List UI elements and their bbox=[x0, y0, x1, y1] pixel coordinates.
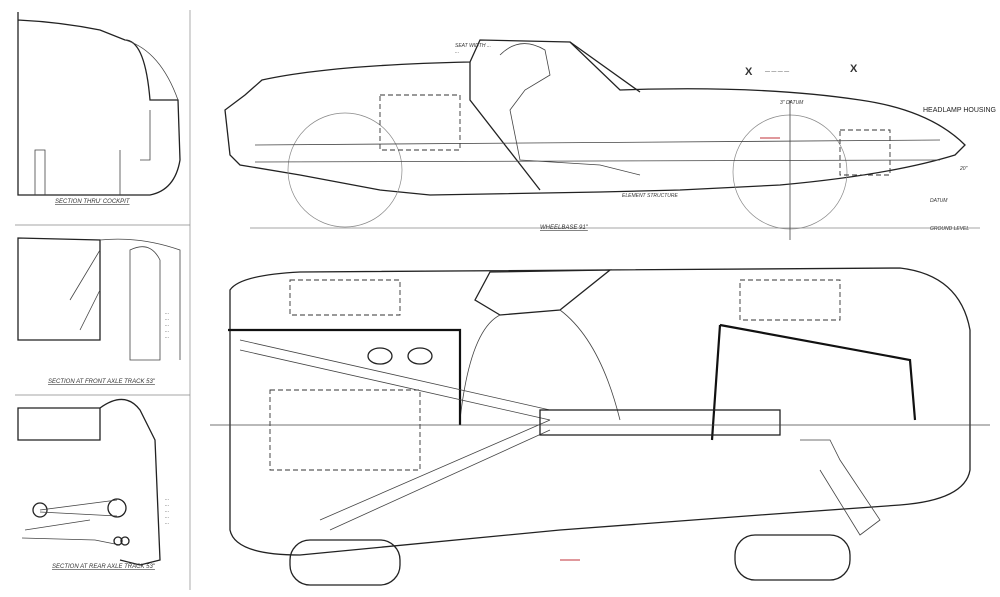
rear-note-4: ... bbox=[165, 514, 169, 520]
front-note-4: ... bbox=[165, 328, 169, 334]
datum-3in-label: 3" DATUM bbox=[780, 100, 804, 106]
plan-view bbox=[210, 267, 990, 586]
front-note-1: ... bbox=[165, 310, 169, 316]
x-marker-right: X bbox=[850, 63, 858, 75]
x-marker-left: X bbox=[745, 66, 753, 78]
section-rear-axle-view: ... ... ... ... ... SECTION AT REAR AXLE… bbox=[17, 398, 169, 570]
x-line: — — — — bbox=[764, 69, 790, 75]
front-note-2: ... bbox=[165, 316, 169, 322]
datum-label: DATUM bbox=[930, 198, 948, 204]
ground-level-label: GROUND LEVEL bbox=[930, 226, 969, 232]
section-rear-axle-caption: SECTION AT REAR AXLE TRACK 53" bbox=[52, 564, 156, 570]
rear-note-1: ... bbox=[165, 496, 169, 502]
wheelbase-caption: WHEELBASE 91" bbox=[540, 225, 589, 231]
section-cockpit-view: SECTION THRU' COCKPIT bbox=[17, 12, 181, 205]
rear-note-2: ... bbox=[165, 502, 169, 508]
rear-note-3: ... bbox=[165, 508, 169, 514]
panel-dividers bbox=[15, 10, 191, 590]
section-front-axle-view: ... ... ... ... ... SECTION AT FRONT AXL… bbox=[17, 237, 181, 385]
section-front-axle-caption: SECTION AT FRONT AXLE TRACK 53" bbox=[48, 379, 156, 385]
element-structure-label: ELEMENT STRUCTURE bbox=[622, 193, 679, 199]
seat-note-1: SEAT WIDTH ... bbox=[455, 43, 491, 49]
rear-note-5: ... bbox=[165, 520, 169, 526]
side-elevation-view: SEAT WIDTH ... ... X — — — — X 3" DATUM … bbox=[224, 39, 996, 240]
height-dim-label: 20" bbox=[959, 166, 968, 172]
seat-note-2: ... bbox=[455, 49, 459, 55]
section-cockpit-caption: SECTION THRU' COCKPIT bbox=[55, 199, 131, 205]
front-note-5: ... bbox=[165, 334, 169, 340]
headlamp-housing-label: HEADLAMP HOUSING bbox=[923, 107, 996, 114]
front-note-3: ... bbox=[165, 322, 169, 328]
